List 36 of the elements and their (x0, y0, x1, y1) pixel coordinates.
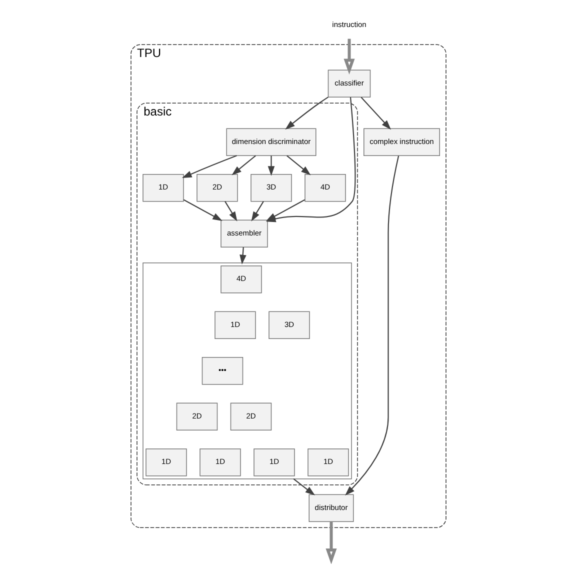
node-box: assembler (220, 220, 268, 248)
node-box: 2D (196, 174, 238, 202)
arrow (267, 156, 274, 176)
arrow (231, 155, 256, 176)
node-box: dimension discriminator (226, 128, 316, 156)
arrow (286, 155, 310, 176)
node-box: 2D (230, 402, 272, 430)
node-box: 4D (220, 265, 262, 294)
arrow (344, 156, 399, 496)
node-box: 3D (250, 174, 292, 202)
arrow (343, 38, 354, 75)
node-box: 1D (145, 448, 186, 476)
arrow (325, 522, 336, 564)
node-box: 1D (214, 311, 256, 339)
node-box: distributor (308, 494, 354, 522)
arrow (239, 247, 246, 265)
node-box: ••• (201, 356, 243, 385)
cluster (142, 262, 352, 480)
node-box: 1D (307, 448, 348, 476)
node-box: 3D (268, 311, 310, 339)
arrow (182, 199, 222, 221)
arrow (292, 478, 315, 496)
node-box: 4D (304, 174, 346, 202)
node-box: 1D (253, 448, 294, 476)
node-box: classifier (327, 70, 370, 98)
arrow (360, 96, 391, 130)
arrow (266, 199, 305, 221)
arrow (224, 201, 237, 222)
arrow (284, 96, 328, 130)
arrow (181, 155, 236, 178)
node-box: complex instruction (363, 128, 440, 156)
node-box: 2D (176, 402, 218, 430)
node-text: instruction (332, 20, 366, 29)
arrow (250, 201, 264, 222)
node-box: 1D (142, 174, 184, 202)
node-box: 1D (199, 448, 240, 476)
